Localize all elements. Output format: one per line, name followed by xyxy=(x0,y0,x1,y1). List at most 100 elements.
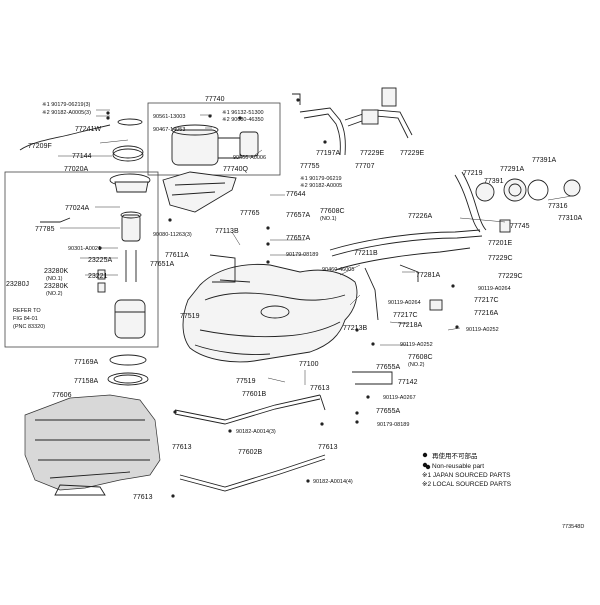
charcoal-canister xyxy=(171,129,219,166)
label-77613-3: 77613 xyxy=(318,444,338,451)
label-190179-06219-3: ※1 90179-06219(3) xyxy=(42,101,91,108)
label-90467-14053: 90467-14053 xyxy=(153,127,185,133)
label-23221: 23221 xyxy=(88,273,108,280)
fuel-cap xyxy=(563,179,581,197)
fuel-tank-shape xyxy=(182,263,358,363)
label-90179-08189-1: 90179-08189 xyxy=(286,252,318,258)
label-77519-2: 77519 xyxy=(236,378,256,385)
leader-lines xyxy=(58,109,573,385)
tank-port xyxy=(260,305,290,319)
pump-group-box xyxy=(4,171,159,348)
label-77211b: 77211B xyxy=(354,250,378,257)
gasket-ring xyxy=(527,179,549,201)
label-96132-51300: ※1 96132-51300 xyxy=(222,109,264,116)
label-77291a: 77291A xyxy=(500,166,524,173)
label-77755: 77755 xyxy=(300,163,320,170)
label-77519-1: 77519 xyxy=(180,313,200,320)
label-77601b: 77601B xyxy=(242,391,266,398)
label-90182-a0014-4: 90182-A0014(4) xyxy=(313,479,353,485)
label-77218a: 77218A xyxy=(398,322,422,329)
pump-lock-ring xyxy=(112,148,144,162)
label-23280j: 23280J xyxy=(6,281,29,288)
label-77213b: 77213B xyxy=(343,325,367,332)
tank-gasket xyxy=(109,354,147,366)
label-77229e-2: 77229E xyxy=(400,150,424,157)
legend-dot-icon-2 xyxy=(422,462,428,468)
label-90182-a0014-3: 90182-A0014(3) xyxy=(236,429,276,435)
label-90561-13003: 90561-13003 xyxy=(153,114,185,120)
label-77745: 77745 xyxy=(510,223,530,230)
label-90080-46350: ※2 90080-46350 xyxy=(222,116,264,123)
label-23280k-2: 23280K xyxy=(44,283,68,290)
pump-module-bucket xyxy=(114,299,146,339)
label-77219: 77219 xyxy=(463,170,483,177)
label-77602b: 77602B xyxy=(238,449,262,456)
bracket xyxy=(352,371,393,385)
tank-band-2 xyxy=(179,454,326,488)
label-refer-3: (PNC 83320) xyxy=(13,324,45,330)
label-77613-4: 77613 xyxy=(133,494,153,501)
label-190179-06219: ※1 90179-06219 xyxy=(300,175,342,182)
heat-shield xyxy=(162,171,237,213)
label-77316: 77316 xyxy=(548,203,568,210)
label-77197a: 77197A xyxy=(316,150,340,157)
label-90182-a0005: ※2 90182-A0005 xyxy=(300,182,342,189)
label-23280k-1: 23280K xyxy=(44,268,68,275)
label-77020a: 77020A xyxy=(64,166,88,173)
label-77608c-2: 77608C xyxy=(408,354,433,361)
label-77201e: 77201E xyxy=(488,240,512,247)
label-77229e-1: 77229E xyxy=(360,150,384,157)
label-77217c-2: 77217C xyxy=(474,297,499,304)
label-77613-1: 77613 xyxy=(310,385,330,392)
label-77209f: 77209F xyxy=(28,143,52,150)
label-77644: 77644 xyxy=(286,191,306,198)
pump-flange xyxy=(114,181,149,193)
label-77785: 77785 xyxy=(35,226,55,233)
label-77707: 77707 xyxy=(355,163,375,170)
label-77655a-1: 77655A xyxy=(376,364,400,371)
filler-neck xyxy=(475,182,495,202)
lower-protector xyxy=(24,394,161,491)
label-77217c-1: 77217C xyxy=(393,312,418,319)
label-77158a: 77158A xyxy=(74,378,98,385)
label-no1: (NO.1) xyxy=(46,276,63,282)
label-no2b: (NO.2) xyxy=(408,362,425,368)
label-90080-11263: 90080-11263(3) xyxy=(153,232,192,238)
label-77740q: 77740Q xyxy=(223,166,248,173)
label-refer-2: FIG 84-01 xyxy=(13,316,38,322)
label-77100: 77100 xyxy=(299,361,319,368)
label-77241w: 77241W xyxy=(75,126,101,133)
diagram-id: 773548D xyxy=(562,524,584,530)
tank-band-1 xyxy=(174,394,321,421)
legend-non-reusable-jp: 再使用不可部品 xyxy=(432,451,478,460)
label-77613-2: 77613 xyxy=(172,444,192,451)
label-90301-a0021: 90301-A0021 xyxy=(68,246,101,252)
label-77606: 77606 xyxy=(52,392,72,399)
label-refer-1: REFER TO xyxy=(13,308,41,314)
label-90119-a0267: 90119-A0267 xyxy=(383,395,416,401)
label-90179-08189-2: 90179-08189 xyxy=(377,422,409,428)
label-no1b: (NO.1) xyxy=(320,216,337,222)
legend-local-sourced: ※2 LOCAL SOURCED PARTS xyxy=(422,481,512,488)
label-77740: 77740 xyxy=(205,96,225,103)
pump-body xyxy=(121,214,141,242)
label-77229c-2: 77229C xyxy=(498,273,523,280)
label-90119-a0264-1: 90119-A0264 xyxy=(388,300,421,306)
canister-filter xyxy=(239,131,259,157)
label-77765: 77765 xyxy=(240,210,260,217)
label-77142: 77142 xyxy=(398,379,418,386)
filler-cap-housing xyxy=(503,178,527,202)
label-77657a-2: 77657A xyxy=(286,235,310,242)
label-77216a: 77216A xyxy=(474,310,498,317)
label-no2: (NO.2) xyxy=(46,291,63,297)
label-77169a: 77169A xyxy=(74,359,98,366)
label-77229c-1: 77229C xyxy=(488,255,513,262)
label-77657a-1: 77657A xyxy=(286,212,310,219)
label-77310a: 77310A xyxy=(558,215,582,222)
label-77113b: 77113B xyxy=(215,228,239,235)
filler-pipe xyxy=(329,229,481,251)
retainer-ring xyxy=(107,372,149,386)
legend-dot-icon xyxy=(422,452,428,458)
vent-tube xyxy=(299,107,346,156)
